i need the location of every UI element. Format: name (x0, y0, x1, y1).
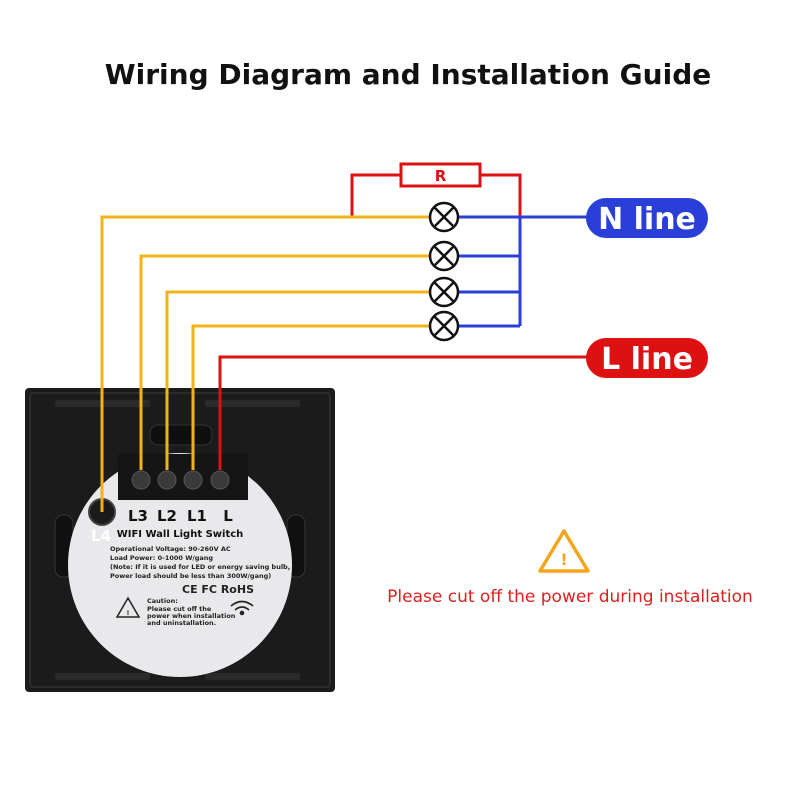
switch-load: Load Power: 0-1000 W/gang (110, 554, 213, 562)
certification-marks: CE FC RoHS (182, 583, 254, 596)
switch-note-2: Power load should be less than 300W/gang… (110, 572, 271, 580)
terminal-label-l3: L3 (128, 507, 148, 525)
warning-text: Please cut off the power during installa… (387, 587, 753, 607)
warning-triangle-icon (538, 529, 590, 573)
lamp-symbol-2 (428, 240, 460, 272)
warning-exclamation: ! (560, 550, 567, 569)
terminal-screw-l (210, 470, 230, 490)
switch-note-1: (Note: If it is used for LED or energy s… (110, 563, 290, 571)
n-line-label: N line (598, 202, 696, 237)
l-line-badge: L line (586, 338, 708, 378)
load-wiring (100, 215, 429, 512)
switch-name: WIFI Wall Light Switch (117, 529, 244, 540)
terminal-label-l1: L1 (187, 507, 207, 525)
resistor-wire-right (480, 173, 522, 217)
panel-clip-bottom-left (55, 673, 150, 680)
wifi-icon (230, 600, 254, 616)
power-warning: ! Please cut off the power during instal… (387, 529, 753, 607)
l-line-badge-bg (586, 338, 708, 378)
n-line-badge: N line (586, 198, 708, 238)
switch-panel: L3 L2 L1 L L4 WIFI Wall Light Switch Ope… (25, 388, 335, 692)
terminal-screw-l1 (183, 470, 203, 490)
caution-line-2: power when installation (147, 612, 236, 620)
switch-panel-rim (29, 392, 331, 688)
panel-top-slot (149, 424, 213, 446)
lamp-symbol-3 (428, 276, 460, 308)
lamp-symbol-4 (428, 310, 460, 342)
lamp-symbol-1 (428, 201, 460, 233)
terminal-label-l4: L4 (91, 527, 111, 545)
caution-triangle-icon (115, 596, 141, 618)
load-wire-l4 (100, 215, 429, 512)
l-line-label: L line (601, 342, 693, 377)
n-line-badge-bg (586, 198, 708, 238)
terminal-screw-l3 (131, 470, 151, 490)
resistor-symbol (399, 162, 482, 188)
resistor-label: R (435, 167, 447, 185)
load-wire-l2 (165, 290, 429, 470)
caution-exclamation: ! (127, 609, 130, 617)
switch-label-disc (68, 453, 292, 677)
terminal-screw-l2 (157, 470, 177, 490)
switch-voltage: Operational Voltage: 90-260V AC (110, 545, 231, 553)
load-wire-l1 (191, 324, 429, 470)
panel-clip-top-right (205, 400, 300, 407)
resistor-wire-left (350, 173, 401, 217)
caution-title: Caution: (147, 597, 178, 605)
neutral-wiring (459, 215, 590, 328)
live-wire (218, 355, 590, 470)
caution-line-3: and uninstallation. (147, 619, 216, 627)
page-title: Wiring Diagram and Installation Guide (105, 58, 711, 91)
resistor-branch: R (350, 162, 522, 217)
terminal-label-l2: L2 (157, 507, 177, 525)
terminal-label-l: L (223, 507, 233, 525)
panel-clip-bottom-right (205, 673, 300, 680)
lamps (428, 201, 460, 342)
load-wire-l3 (139, 254, 429, 470)
caution-line-1: Please cut off the (147, 605, 212, 613)
